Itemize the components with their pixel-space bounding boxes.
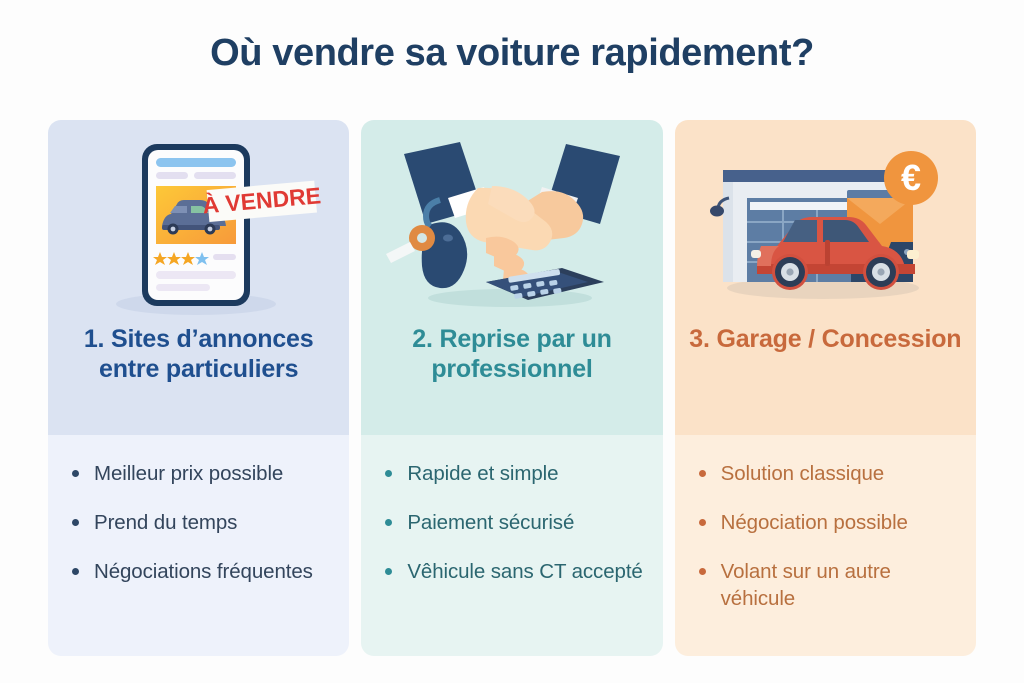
bullet-dot-icon	[698, 568, 706, 576]
bullet-dot-icon	[72, 470, 79, 477]
bullet-text: Négociation possible	[720, 511, 908, 535]
bullet-dot-icon	[385, 470, 393, 477]
card-body: Rapide et simple Paiement sécurisé Vêhic…	[361, 435, 663, 656]
page-title: Où vendre sa voiture rapidement?	[210, 32, 814, 74]
handshake-keys-calculator-illustration	[361, 120, 662, 325]
bullet-dot-icon	[698, 519, 706, 527]
card-garage-concession[interactable]: €	[674, 120, 976, 656]
bullet-text: Négociations fréquentes	[94, 560, 313, 584]
bullet-dot-icon	[72, 568, 79, 576]
bullet-dot-icon	[698, 470, 706, 477]
list-item: Prend du temps	[70, 510, 337, 536]
bullet-list: Rapide et simple Paiement sécurisé Vêhic…	[383, 461, 650, 586]
comparison-cards-row: À VENDRE 1. Sites d’annonces entre parti…	[48, 120, 976, 656]
bullet-dot-icon	[72, 519, 79, 527]
bullet-text: Solution classique	[720, 462, 885, 485]
bullet-dot-icon	[385, 519, 393, 527]
list-item: Négociation possible	[697, 510, 964, 536]
card-reprise-professionnel[interactable]: 2. Reprise par un professionnel Rapide e…	[361, 120, 663, 656]
bullet-text: Rapide et simple	[407, 462, 559, 485]
card-header: À VENDRE 1. Sites d’annonces entre parti…	[48, 120, 350, 435]
card-title: 3. Garage / Concession	[689, 325, 962, 353]
bullet-list: Solution classique Négociation possible …	[697, 461, 964, 612]
card-sites-annonces[interactable]: À VENDRE 1. Sites d’annonces entre parti…	[48, 120, 350, 656]
list-item: Volant sur un autre véhicule	[697, 559, 964, 611]
card-title: 2. Reprise par un professionnel	[412, 325, 612, 383]
list-item: Rapide et simple	[383, 461, 650, 487]
euro-symbol-icon: €	[901, 157, 921, 198]
card-header: €	[674, 120, 976, 435]
card-body: Meilleur prix possible Prend du temps Né…	[48, 435, 350, 656]
list-item: Vêhicule sans CT accepté	[383, 559, 650, 585]
bullet-text: Meilleur prix possible	[94, 462, 284, 485]
card-header: 2. Reprise par un professionnel	[361, 120, 663, 435]
card-title: 1. Sites d’annonces entre particuliers	[83, 325, 314, 383]
bullet-text: Volant sur un autre véhicule	[720, 560, 891, 610]
bullet-text: Vêhicule sans CT accepté	[407, 560, 643, 584]
bullet-text: Prend du temps	[94, 511, 238, 535]
phone-car-listing-illustration: À VENDRE	[48, 120, 349, 325]
list-item: Meilleur prix possible	[70, 461, 337, 487]
card-body: Solution classique Négociation possible …	[674, 435, 976, 656]
bullet-list: Meilleur prix possible Prend du temps Né…	[70, 461, 337, 586]
list-item: Paiement sécurisé	[383, 510, 650, 536]
list-item: Solution classique	[697, 461, 964, 487]
bullet-text: Paiement sécurisé	[407, 511, 575, 535]
bullet-dot-icon	[385, 568, 393, 576]
list-item: Négociations fréquentes	[70, 559, 337, 585]
garage-car-euro-illustration: €	[675, 120, 976, 325]
